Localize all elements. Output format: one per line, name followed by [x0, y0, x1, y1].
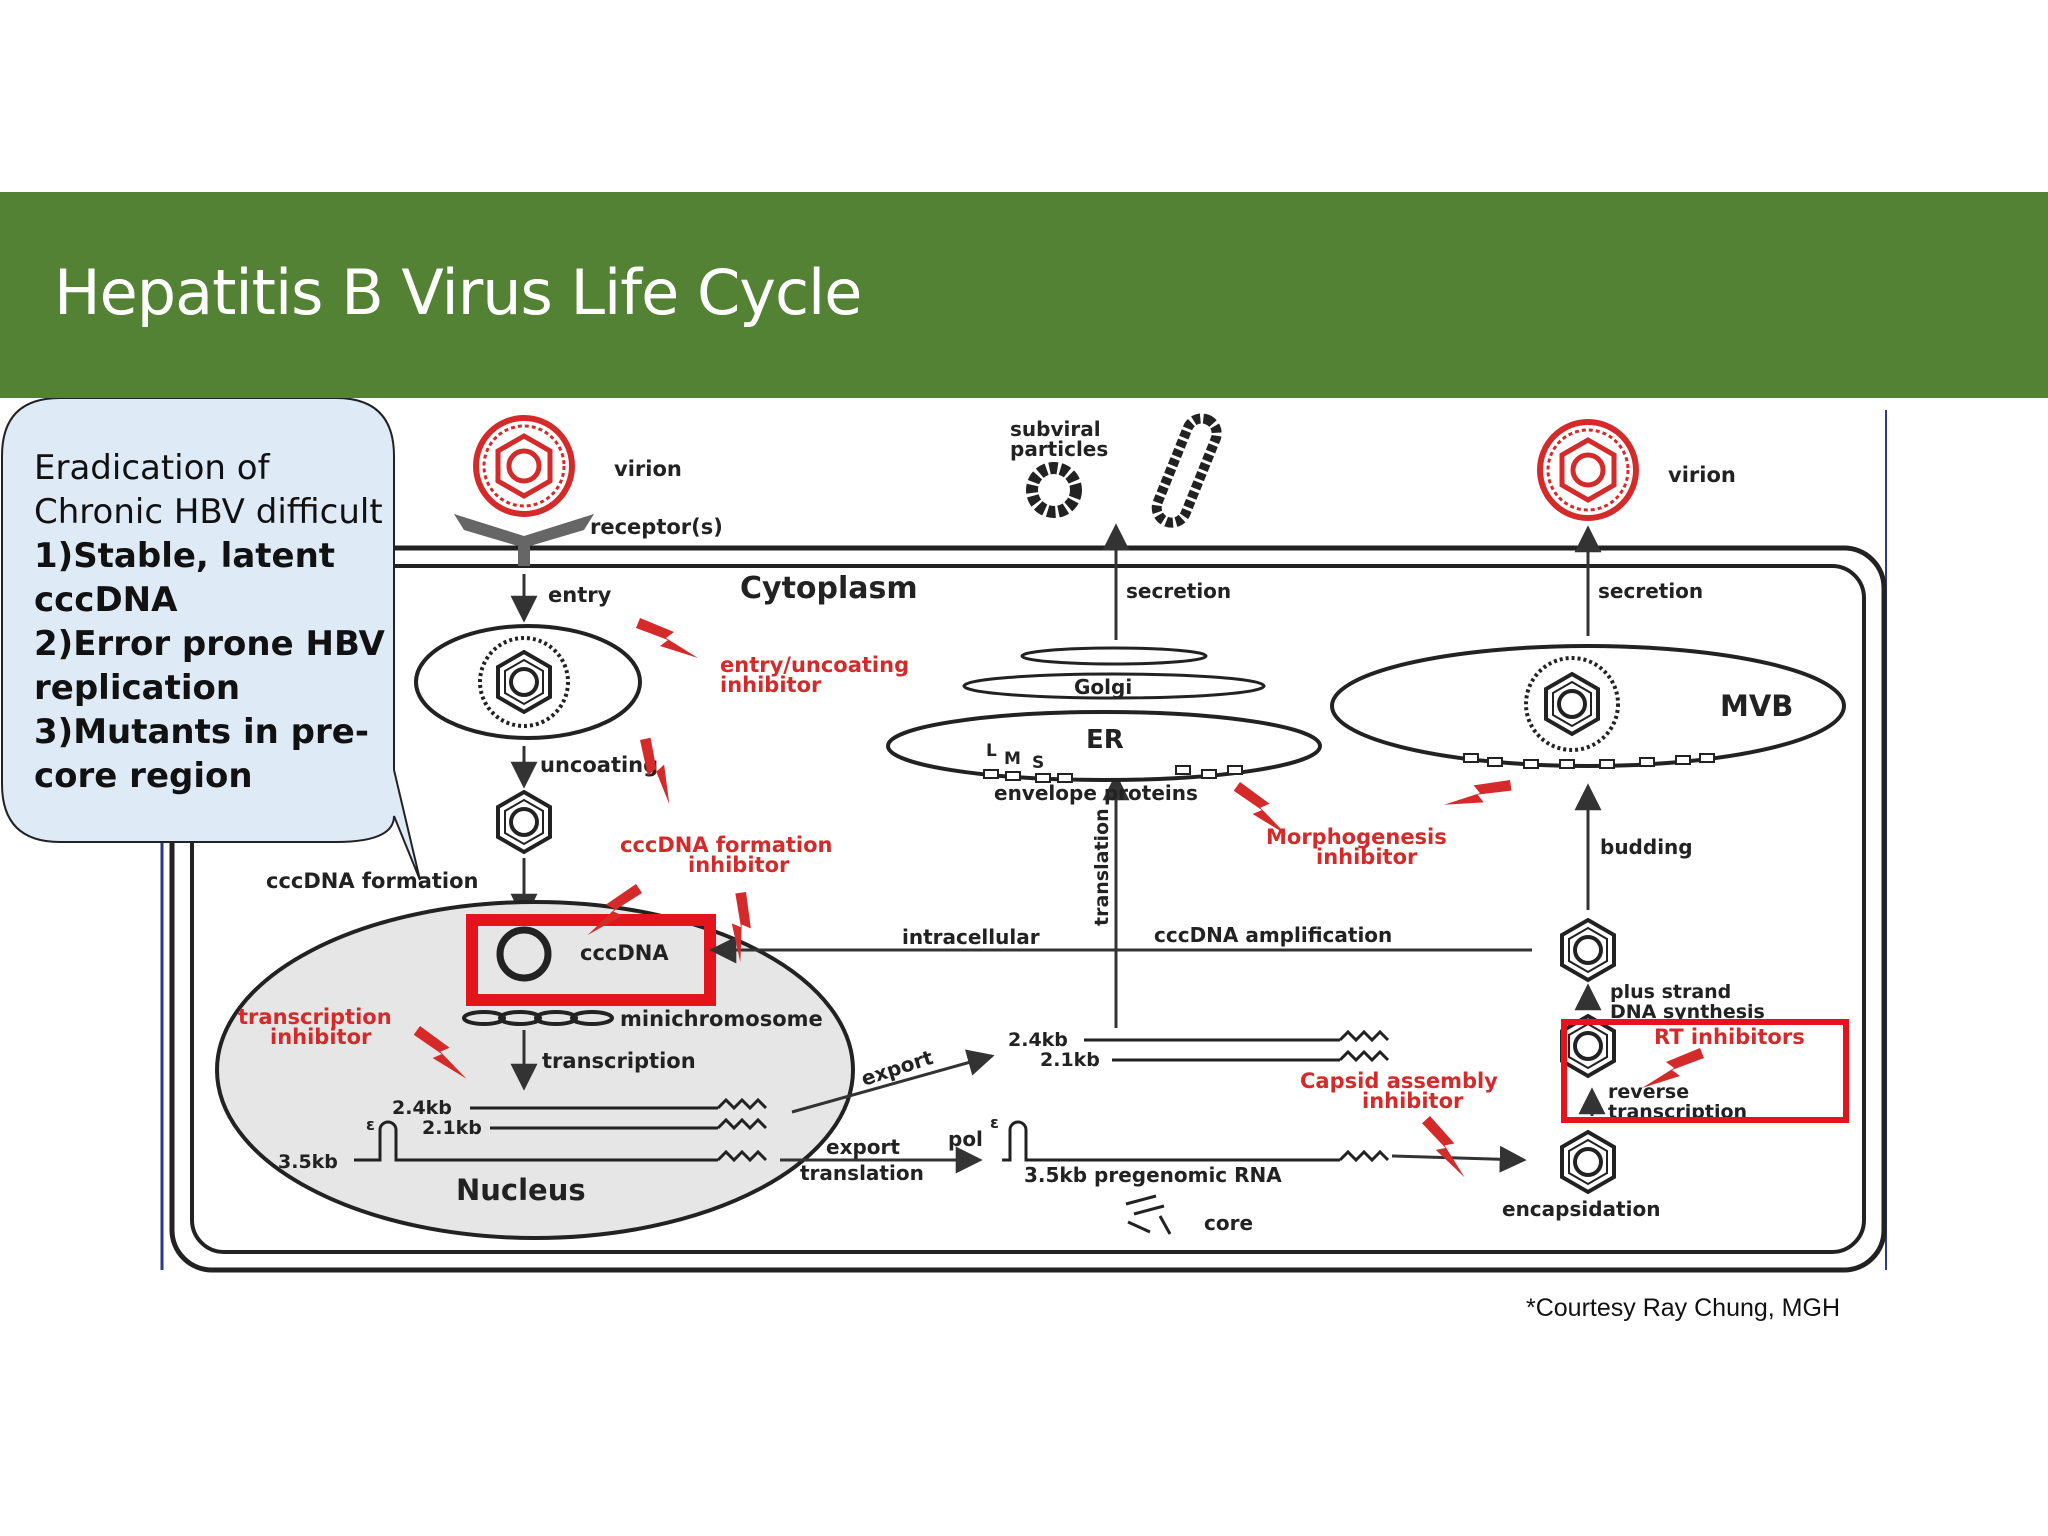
label-golgi: Golgi	[1074, 675, 1132, 699]
endoplasmic-reticulum	[886, 710, 1322, 782]
label-m: M	[1004, 749, 1021, 769]
label-budding: budding	[1600, 835, 1693, 859]
label-24kb-cyto: 2.4kb	[1008, 1029, 1068, 1051]
callout-item-2b: replication	[34, 668, 241, 708]
label-pol: pol	[948, 1127, 983, 1151]
label-cccdna-inhibitor-2: inhibitor	[688, 853, 790, 877]
callout-item-1b: cccDNA	[34, 580, 178, 620]
subviral-filament-icon	[1151, 413, 1222, 528]
golgi	[962, 672, 1266, 700]
label-translation-lower: translation	[800, 1161, 924, 1185]
label-intracellular: intracellular	[902, 925, 1040, 949]
label-envelope-proteins: envelope proteins	[994, 781, 1198, 805]
label-core: core	[1204, 1211, 1253, 1235]
er-envelope-proteins-icon	[983, 765, 1243, 783]
label-capsid-inhibitor-1: Capsid assembly	[1300, 1069, 1498, 1093]
core-protein-icon	[1125, 1194, 1172, 1235]
label-translation-vertical: translation	[1091, 808, 1113, 926]
label-24kb-nucleus: 2.4kb	[392, 1097, 452, 1119]
label-receptor: receptor(s)	[590, 515, 723, 539]
label-s: S	[1032, 753, 1044, 773]
cell-membrane-inner	[190, 564, 1866, 1254]
epsilon-nucleus: ε	[366, 1115, 375, 1134]
label-encapsidation: encapsidation	[1502, 1197, 1660, 1221]
callout-bubble	[1, 398, 421, 881]
cccdna-icon	[496, 926, 552, 982]
credit-text: *Courtesy Ray Chung, MGH	[1526, 1294, 1841, 1322]
callout-text: Eradication of Chronic HBV difficult 1)S…	[34, 446, 394, 798]
label-virion-left: virion	[614, 457, 682, 481]
label-subviral-2: particles	[1010, 437, 1108, 461]
subviral-sphere-icon	[1026, 462, 1082, 518]
label-entry-inhibitor-2: inhibitor	[720, 673, 822, 697]
label-subviral-1: subviral	[1010, 417, 1101, 441]
label-rt-inhibitors: RT inhibitors	[1654, 1025, 1805, 1049]
callout-line-1: Eradication of	[34, 448, 270, 488]
label-pregenomic-rna: 3.5kb pregenomic RNA	[1024, 1163, 1282, 1187]
callout-item-2a: 2)Error prone HBV	[34, 624, 385, 664]
label-cccdna-amplification: cccDNA amplification	[1154, 923, 1392, 947]
label-capsid-inhibitor-2: inhibitor	[1362, 1089, 1464, 1113]
label-export-lower: export	[826, 1135, 900, 1159]
label-cccdna-formation: cccDNA formation	[266, 869, 479, 893]
label-21kb-nucleus: 2.1kb	[422, 1117, 482, 1139]
label-minichromosome: minichromosome	[620, 1007, 823, 1031]
label-plus-strand-2: DNA synthesis	[1610, 1001, 1765, 1023]
rt-inhibitor-box	[1561, 1019, 1849, 1123]
encapsidation-capsid-icon	[1560, 1130, 1616, 1194]
callout-item-3b: core region	[34, 756, 253, 796]
label-secretion-left: secretion	[1126, 579, 1231, 603]
callout-line-2: Chronic HBV difficult	[34, 492, 383, 532]
receptor-icon	[454, 514, 594, 566]
label-entry-inhibitor-1: entry/uncoating	[720, 653, 909, 677]
minichromosome-icon	[462, 1010, 614, 1026]
mature-nucleocapsid-icon	[1560, 918, 1616, 982]
label-cccdna-inhibitor-1: cccDNA formation	[620, 833, 833, 857]
label-virion-right: virion	[1668, 463, 1736, 487]
slide-title: Hepatitis B Virus Life Cycle	[54, 256, 862, 329]
label-uncoating: uncoating	[540, 753, 658, 777]
label-mvb: MVB	[1720, 689, 1793, 723]
label-transcription: transcription	[542, 1049, 696, 1073]
epsilon-cyto: ε	[990, 1113, 999, 1132]
title-banner	[0, 192, 2048, 398]
label-reverse-1: reverse	[1608, 1081, 1689, 1103]
label-morphogenesis-inhibitor-1: Morphogenesis	[1266, 825, 1447, 849]
label-35kb-nucleus: 3.5kb	[278, 1151, 338, 1173]
label-l: L	[986, 741, 997, 761]
label-entry: entry	[548, 583, 612, 607]
label-plus-strand-1: plus strand	[1610, 981, 1731, 1003]
callout-item-1a: 1)Stable, latent	[34, 536, 336, 576]
label-transcription-inhibitor-1: transcription	[238, 1005, 392, 1029]
label-21kb-cyto: 2.1kb	[1040, 1049, 1100, 1071]
label-transcription-inhibitor-2: inhibitor	[270, 1025, 372, 1049]
label-nucleus: Nucleus	[456, 1173, 586, 1207]
nucleocapsid-icon	[496, 790, 552, 854]
label-er: ER	[1086, 725, 1124, 755]
label-cccdna: cccDNA	[580, 941, 669, 965]
mvb-envelope-proteins-icon	[1463, 753, 1715, 769]
golgi-stack-top	[1020, 646, 1208, 666]
cell-membrane-outer	[169, 545, 1887, 1273]
label-cytoplasm: Cytoplasm	[740, 571, 918, 606]
label-morphogenesis-inhibitor-2: inhibitor	[1316, 845, 1418, 869]
label-secretion-right: secretion	[1598, 579, 1703, 603]
callout-item-3a: 3)Mutants in pre-	[34, 712, 369, 752]
hbv-life-cycle-diagram: virion receptor(s) entry Cytoplasm uncoa…	[1, 398, 1888, 1273]
